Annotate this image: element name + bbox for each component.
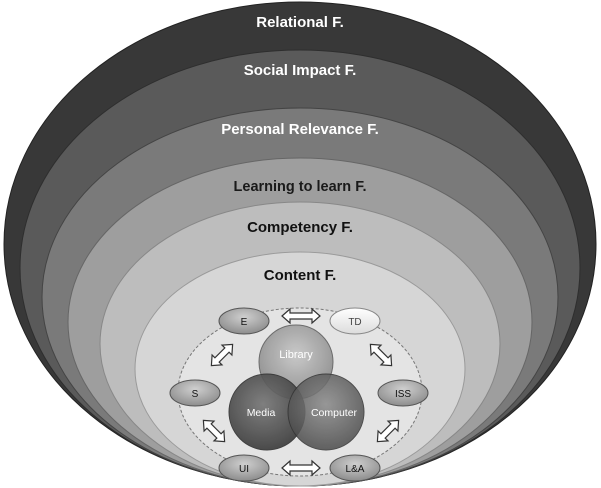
layer-label-learning-to-learn: Learning to learn F. xyxy=(234,179,367,195)
venn-diagram: Library Media Computer xyxy=(228,324,365,451)
venn-computer-circle xyxy=(287,373,365,451)
node-label-iss: ISS xyxy=(395,389,411,400)
layer-label-social-impact: Social Impact F. xyxy=(244,62,357,79)
node-label-ui: UI xyxy=(239,464,249,475)
arrow-td-iss xyxy=(369,343,393,367)
venn-label-computer: Computer xyxy=(311,407,358,419)
arrow-iss-la xyxy=(376,419,400,443)
node-la: L&A xyxy=(329,454,381,482)
node-iss: ISS xyxy=(377,379,429,407)
arrow-e-td xyxy=(281,307,321,325)
node-e: E xyxy=(218,307,270,335)
venn-label-media: Media xyxy=(247,407,276,419)
node-ui: UI xyxy=(218,454,270,482)
node-label-s: S xyxy=(192,389,199,400)
layer-label-relational: Relational F. xyxy=(256,14,344,31)
venn-label-library: Library xyxy=(279,349,313,361)
arrow-s-ui xyxy=(202,419,226,443)
node-td: TD xyxy=(329,307,381,335)
node-s: S xyxy=(169,379,221,407)
layer-label-content: Content F. xyxy=(264,267,337,284)
arrows xyxy=(202,307,400,477)
layer-label-personal-relevance: Personal Relevance F. xyxy=(221,121,379,138)
node-label-e: E xyxy=(241,317,248,328)
node-label-la: L&A xyxy=(346,464,365,475)
node-label-td: TD xyxy=(348,317,361,328)
layer-label-competency: Competency F. xyxy=(247,219,353,236)
arrow-e-s xyxy=(210,343,234,367)
arrow-ui-la xyxy=(281,459,321,477)
